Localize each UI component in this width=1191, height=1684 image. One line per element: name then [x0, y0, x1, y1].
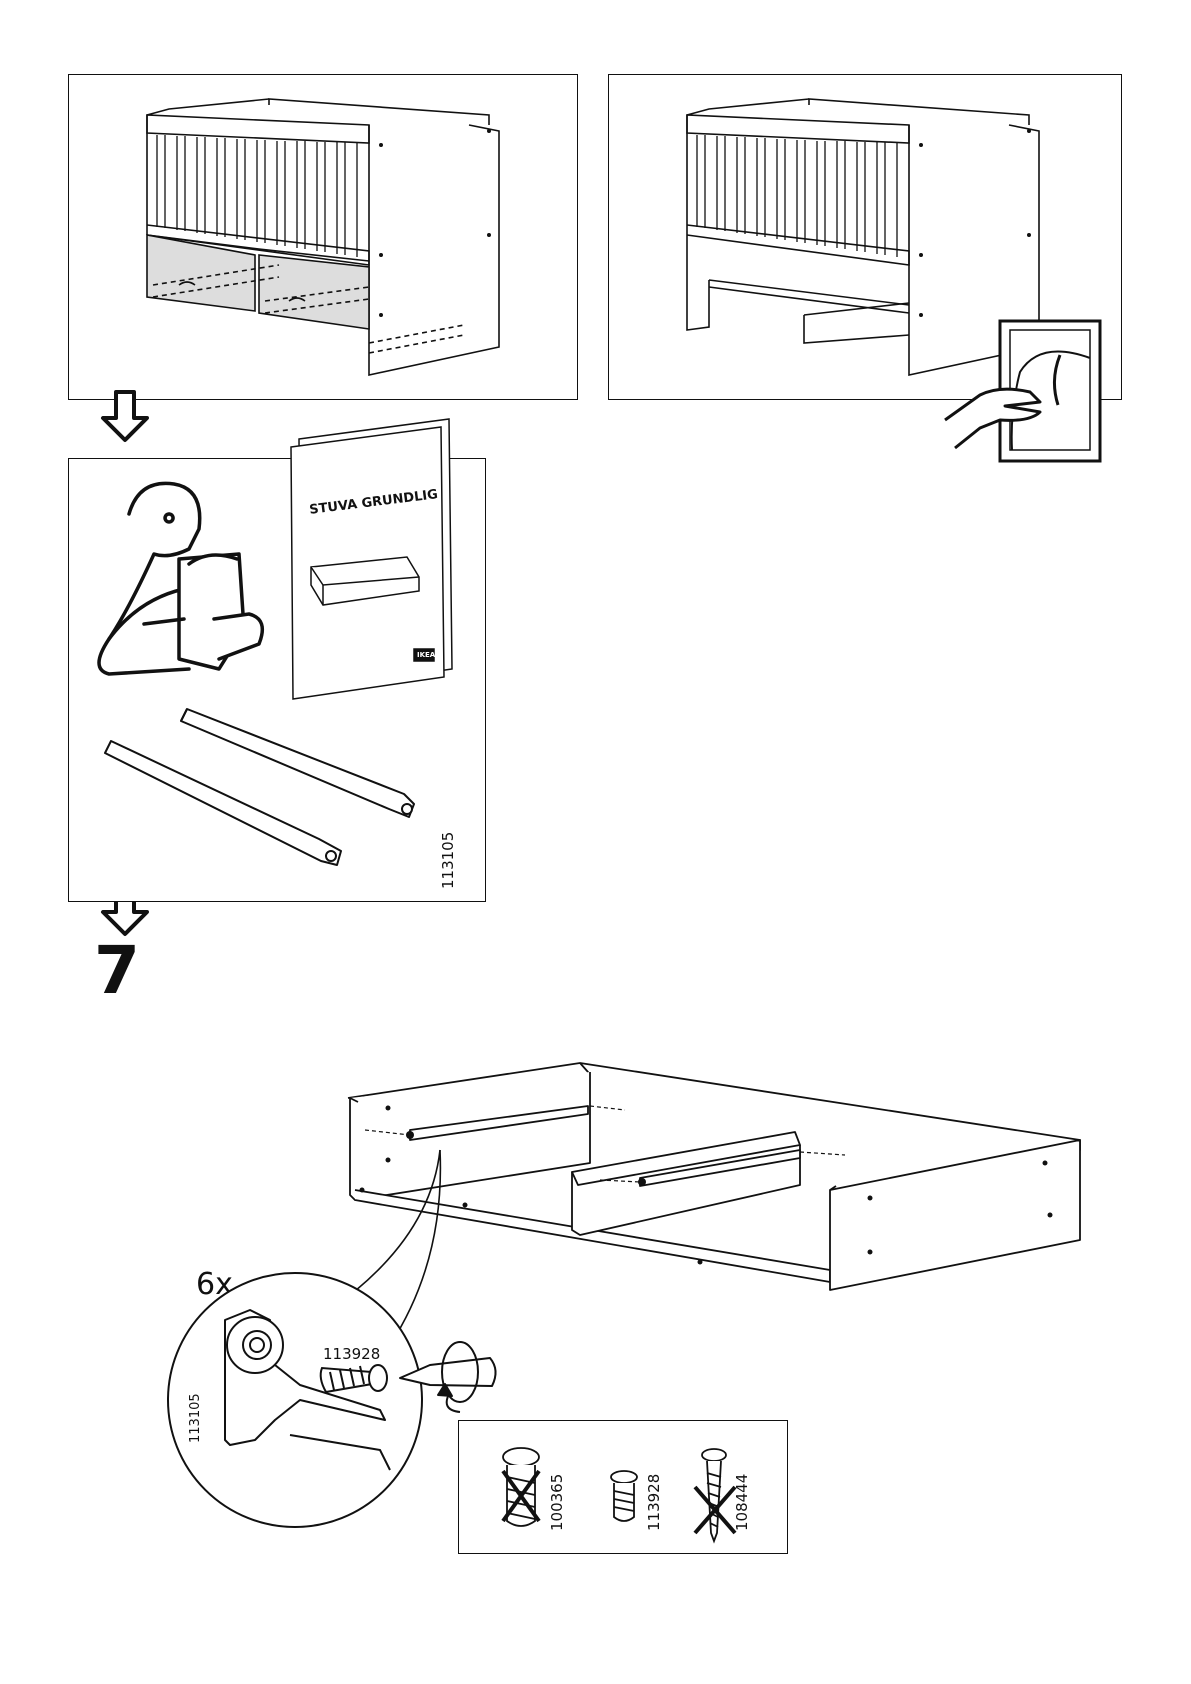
screw-icon	[611, 1471, 637, 1521]
screw-used-part-number: 113928	[645, 1474, 663, 1531]
rail-detail-part-number: 113105	[188, 1393, 203, 1443]
screw-part-number: 113928	[323, 1345, 380, 1363]
screw-wrong-2-part-number: 108444	[733, 1474, 751, 1531]
screw-comparison-box: 100365 113928 108444	[458, 1420, 788, 1554]
screw-wrong-1-part-number: 100365	[548, 1474, 566, 1531]
screw-icon	[702, 1449, 726, 1541]
